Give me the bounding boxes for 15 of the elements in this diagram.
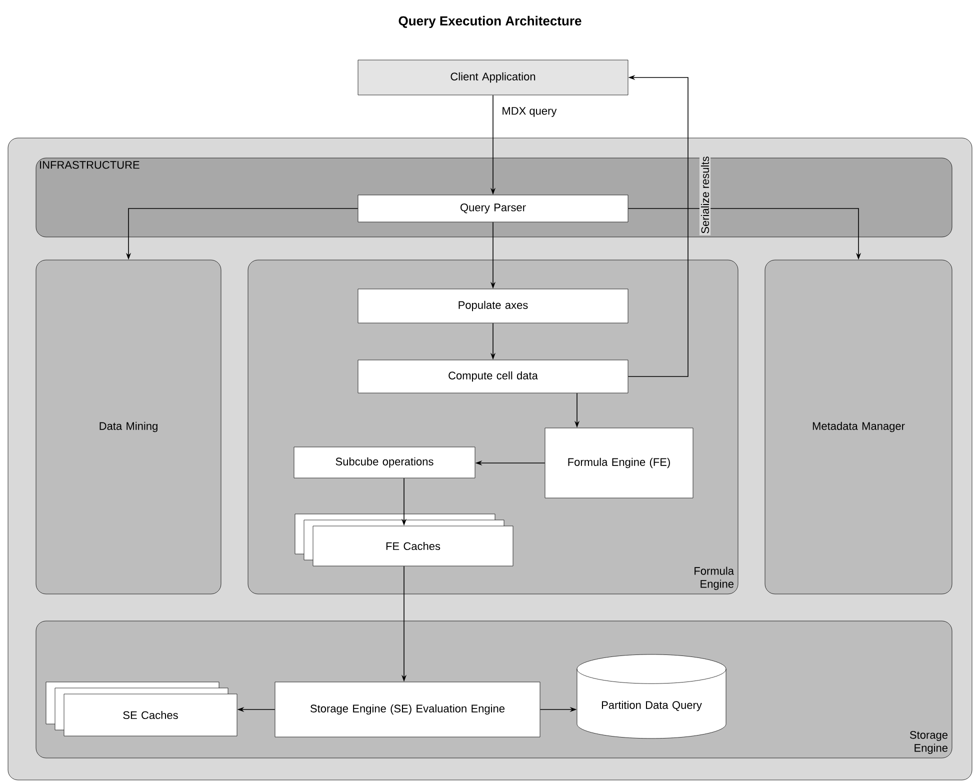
- stacked-cache-boxes: SE Caches: [46, 682, 238, 736]
- process-box: Populate axes: [358, 288, 628, 324]
- component-panel: Data Mining: [36, 260, 222, 594]
- title: Query Execution Architecture: [398, 16, 582, 28]
- edge-label: Serialize results: [699, 154, 711, 236]
- process-box: Compute cell data: [358, 360, 628, 394]
- process-box: Storage Engine (SE) Evaluation Engine: [274, 682, 540, 738]
- process-box: Subcube operations: [294, 446, 476, 478]
- component-panel: Metadata Manager: [764, 260, 952, 594]
- client-box: Client Application: [358, 60, 628, 96]
- stacked-cache-boxes: FE Caches: [294, 514, 514, 566]
- process-box: Query Parser: [358, 194, 628, 222]
- process-box: Formula Engine (FE): [544, 428, 694, 498]
- database-cylinder: Partition Data Query: [576, 654, 726, 739]
- edge-label: MDX query: [500, 106, 558, 118]
